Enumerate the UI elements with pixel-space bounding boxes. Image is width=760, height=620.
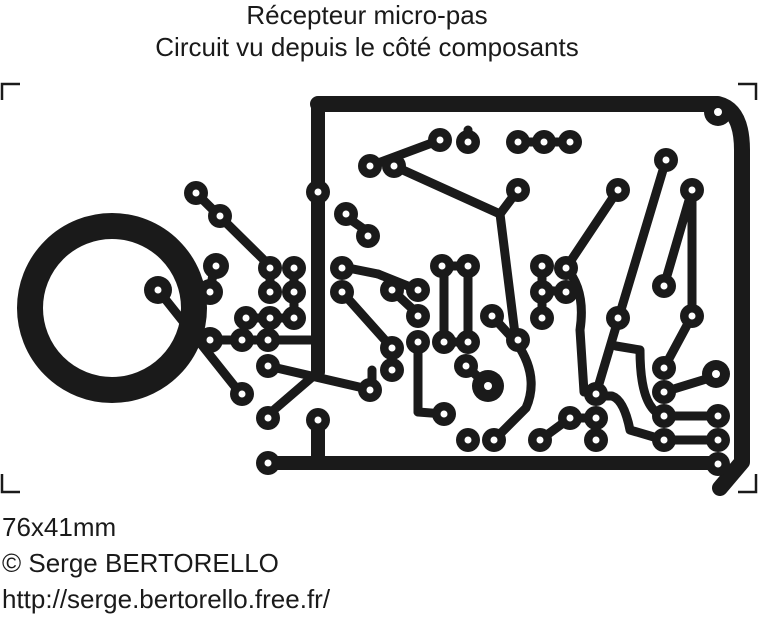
drill-holes — [154, 108, 722, 468]
corner-marks — [0, 82, 758, 494]
corner-mark-bottom-right — [738, 474, 758, 494]
corner-mark-bottom-left — [0, 474, 20, 494]
board-size: 76x41mm — [2, 512, 117, 542]
component-pads — [144, 98, 732, 476]
pcb-subtitle: Circuit vu depuis le côté composants — [155, 32, 579, 62]
pcb-title: Récepteur micro-pas — [246, 0, 488, 30]
pad — [144, 98, 732, 476]
copyright-text: © Serge BERTORELLO — [2, 548, 279, 578]
loop-antenna-trace — [17, 213, 207, 403]
author-url: http://serge.bertorello.free.fr/ — [2, 584, 331, 614]
corner-mark-top-left — [0, 82, 20, 100]
corner-mark-top-right — [738, 82, 758, 100]
